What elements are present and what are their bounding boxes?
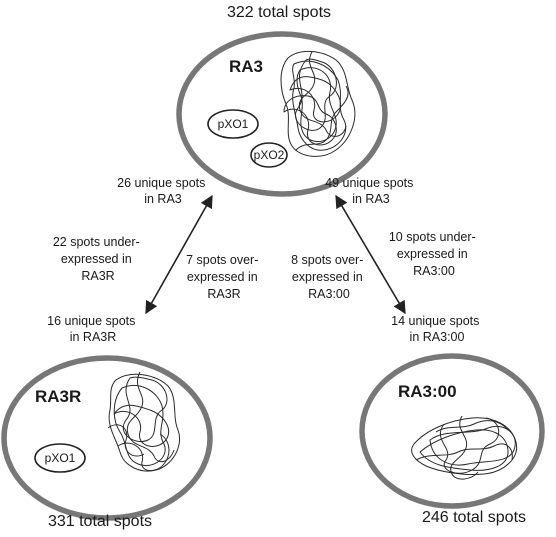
ra3-plasmid-pxo1-label: pXO1 bbox=[218, 117, 249, 131]
ra3-chromosome bbox=[280, 51, 356, 157]
ra3r-under-expressed-note: 22 spots under- expressed in RA3R bbox=[53, 235, 143, 283]
ra3-cell-outline bbox=[176, 31, 388, 197]
ra300-total-label: 246 total spots bbox=[422, 509, 526, 526]
ra3r-total-label: 331 total spots bbox=[48, 513, 152, 530]
ra3-strain-label: RA3 bbox=[229, 57, 263, 76]
ra3r-plasmid-pxo1 bbox=[34, 443, 86, 473]
ra3-vs-ra3r-notes: 26 unique spots in RA3 22 spots under- e… bbox=[47, 176, 262, 344]
cell-ra300: RA3:00 bbox=[359, 353, 545, 509]
ra300-cell-outline bbox=[359, 353, 545, 509]
ra3-vs-ra300-notes: 49 unique spots in RA3 8 spots over- exp… bbox=[291, 176, 483, 344]
ra3-plasmid-pxo2-label: pXO2 bbox=[254, 148, 285, 162]
ra3r-chromosome bbox=[107, 371, 180, 472]
arrow-ra3-ra3r bbox=[145, 194, 213, 315]
ra3-plasmid-pxo1 bbox=[207, 109, 259, 139]
cell-ra3: 322 total spots RA3 pXO1 pXO2 bbox=[176, 4, 388, 197]
cell-ra3r: RA3R pXO1 bbox=[1, 355, 213, 521]
ra3-unique-vs-ra3r: 26 unique spots in RA3 bbox=[117, 176, 209, 206]
ra300-over-expressed-note: 8 spots over- expressed in RA3:00 bbox=[291, 253, 367, 301]
ra3r-strain-label: RA3R bbox=[35, 387, 81, 406]
ra3-plasmid-pxo2 bbox=[250, 142, 288, 168]
ra3r-unique-note: 16 unique spots in RA3R bbox=[47, 314, 139, 344]
ra3r-plasmid-pxo1-label: pXO1 bbox=[45, 451, 76, 465]
arrow-ra3-ra300 bbox=[335, 194, 406, 315]
ra3-total-label: 322 total spots bbox=[227, 4, 331, 21]
ra3r-over-expressed-note: 7 spots over- expressed in RA3R bbox=[186, 253, 262, 301]
ra300-under-expressed-note: 10 spots under- expressed in RA3:00 bbox=[389, 230, 479, 278]
ra300-strain-label: RA3:00 bbox=[398, 382, 457, 401]
ra3-unique-vs-ra300: 49 unique spots in RA3 bbox=[325, 176, 417, 206]
ra300-chromosome bbox=[411, 415, 518, 480]
ra300-unique-note: 14 unique spots in RA3:00 bbox=[391, 314, 483, 344]
ra3r-cell-outline bbox=[1, 355, 213, 521]
